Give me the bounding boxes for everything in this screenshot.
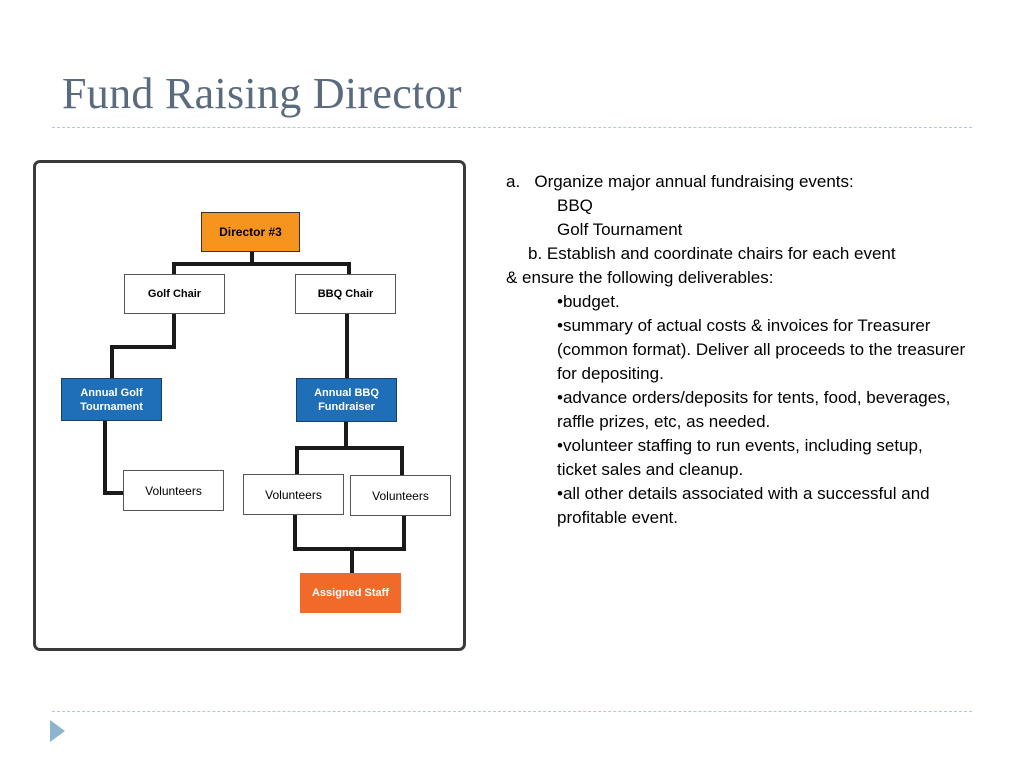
connector-bbq-event-to-volunteers xyxy=(295,420,404,476)
bottom-divider xyxy=(52,711,972,712)
item-a: a. Organize major annual fundraising eve… xyxy=(506,172,854,191)
golf-tournament-box: Annual Golf Tournament xyxy=(61,378,162,421)
item-b-line-1: b. Establish and coordinate chairs for e… xyxy=(528,244,896,263)
top-divider xyxy=(52,127,972,128)
connector-director-to-chairs xyxy=(172,250,351,276)
assigned-staff-box: Assigned Staff xyxy=(300,573,401,613)
deliverable-item: •volunteer staffing to run events, inclu… xyxy=(557,436,923,479)
deliverable-item: •advance orders/deposits for tents, food… xyxy=(557,388,951,431)
director-box: Director #3 xyxy=(201,212,300,252)
connector-golf-chair-to-event xyxy=(110,312,176,380)
deliverable-item: •budget. xyxy=(557,292,620,311)
deliverable-item: •all other details associated with a suc… xyxy=(557,484,930,527)
connector-golf-event-to-volunteers xyxy=(103,419,124,495)
deliverable-item: •summary of actual costs & invoices for … xyxy=(557,316,966,383)
bbq-fundraiser-box: Annual BBQ Fundraiser xyxy=(296,378,397,422)
golf-volunteers-box: Volunteers xyxy=(123,470,224,511)
bbq-chair-box: BBQ Chair xyxy=(295,274,396,314)
golf-chair-box: Golf Chair xyxy=(124,274,225,314)
slide-title: Fund Raising Director xyxy=(62,69,462,118)
item-a-golf: Golf Tournament xyxy=(557,220,683,239)
responsibilities-text: a. Organize major annual fundraising eve… xyxy=(506,170,976,530)
triangle-bullet-icon xyxy=(50,720,65,742)
item-b-line-2: & ensure the following deliverables: xyxy=(506,268,774,287)
bbq-volunteers-box-1: Volunteers xyxy=(243,474,344,515)
org-chart-frame xyxy=(33,160,466,651)
item-a-bbq: BBQ xyxy=(557,196,593,215)
bbq-volunteers-box-2: Volunteers xyxy=(350,475,451,516)
connector-volunteers-to-staff xyxy=(293,513,406,575)
